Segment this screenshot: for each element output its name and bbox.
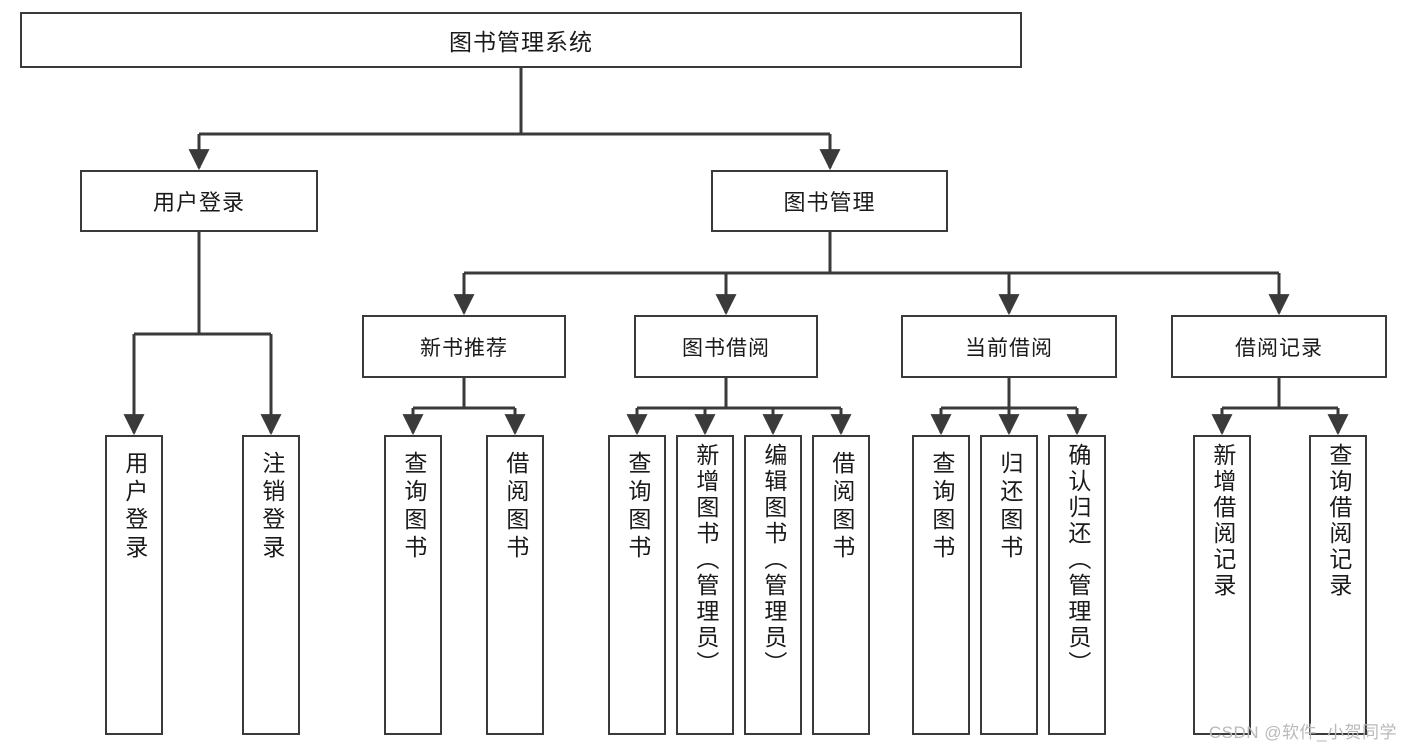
node-label: 图书借阅	[682, 336, 770, 360]
node-label: 新书推荐	[420, 336, 508, 360]
node-label: 图书管理系统	[449, 29, 593, 55]
node-label: 用户登录	[152, 190, 245, 215]
node-label: 用户登录	[121, 451, 148, 563]
node-label: 归还图书	[996, 451, 1023, 563]
node-label: 注销登录	[258, 451, 285, 563]
node-label: 编辑图书（管理员）	[760, 443, 787, 677]
node-label: 借阅记录	[1235, 336, 1323, 360]
node-label: 借阅图书	[502, 451, 529, 563]
leaf-new-book-borrow-books[interactable]: 借阅图书	[486, 435, 544, 735]
node-label: 新增图书（管理员）	[692, 443, 719, 677]
node-current-borrow[interactable]: 当前借阅	[901, 315, 1117, 378]
node-user-login[interactable]: 用户登录	[80, 170, 318, 232]
node-label: 当前借阅	[965, 336, 1053, 360]
leaf-current-borrow-confirm-return-admin[interactable]: 确认归还（管理员）	[1048, 435, 1106, 735]
leaf-new-book-query-books[interactable]: 查询图书	[384, 435, 442, 735]
node-label: 新增借阅记录	[1209, 443, 1236, 599]
leaf-borrow-record-add-record[interactable]: 新增借阅记录	[1193, 435, 1251, 735]
node-label: 查询图书	[624, 451, 651, 563]
node-book-borrow[interactable]: 图书借阅	[634, 315, 818, 378]
node-borrow-record[interactable]: 借阅记录	[1171, 315, 1387, 378]
leaf-book-borrow-add-book-admin[interactable]: 新增图书（管理员）	[676, 435, 734, 735]
leaf-book-borrow-edit-book-admin[interactable]: 编辑图书（管理员）	[744, 435, 802, 735]
node-label: 确认归还（管理员）	[1064, 443, 1091, 677]
leaf-user-login-login[interactable]: 用户登录	[105, 435, 163, 735]
leaf-book-borrow-query-books[interactable]: 查询图书	[608, 435, 666, 735]
leaf-current-borrow-return-books[interactable]: 归还图书	[980, 435, 1038, 735]
node-label: 查询借阅记录	[1325, 443, 1352, 599]
leaf-user-login-logout[interactable]: 注销登录	[242, 435, 300, 735]
leaf-borrow-record-query-record[interactable]: 查询借阅记录	[1309, 435, 1367, 735]
node-label: 查询图书	[928, 451, 955, 563]
node-book-management[interactable]: 图书管理	[711, 170, 948, 232]
node-label: 图书管理	[783, 190, 876, 215]
leaf-current-borrow-query-books[interactable]: 查询图书	[912, 435, 970, 735]
node-root-book-management-system[interactable]: 图书管理系统	[20, 12, 1022, 68]
leaf-book-borrow-borrow-books[interactable]: 借阅图书	[812, 435, 870, 735]
node-label: 借阅图书	[828, 451, 855, 563]
node-new-book-recommend[interactable]: 新书推荐	[362, 315, 566, 378]
node-label: 查询图书	[400, 451, 427, 563]
